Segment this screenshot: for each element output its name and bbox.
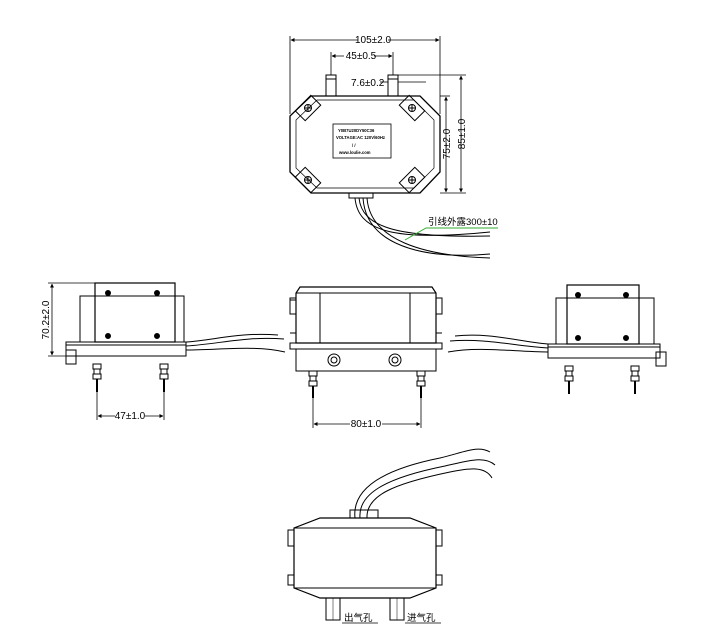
label-plate (332, 123, 392, 159)
right-foot-1 (564, 365, 574, 394)
top-view (289, 74, 491, 259)
wire-length-leader (404, 227, 498, 241)
label-line-3: / / (352, 143, 356, 148)
screw-top-left (294, 94, 322, 122)
right-foot-2 (630, 365, 640, 394)
dim-front-foot-spacing: 80±1.0 (351, 419, 382, 430)
label-line-2: VOLTAGE:AC 120V/60Hz (336, 135, 385, 140)
wire-length-label: 引线外露300±10 (428, 216, 498, 228)
label-line-4: www.loulie.com (338, 150, 371, 155)
dim-top-width: 105±2.0 (355, 35, 392, 46)
dim-top-spacing: 45±0.5 (346, 51, 377, 62)
screw-bottom-left (294, 166, 322, 194)
outlet-label: 出气孔 (344, 612, 373, 624)
bottom-view (287, 448, 496, 624)
dim-outer-height: 85±1.0 (457, 118, 468, 149)
front-view (289, 286, 443, 398)
label-line-1: Y0B7U20DY50C36 (338, 128, 375, 133)
front-foot-1 (308, 370, 318, 398)
left-side-view (65, 282, 286, 392)
front-foot-2 (416, 370, 426, 398)
dim-side-height: 70.2±2.0 (41, 300, 52, 339)
screw-bottom-right (398, 166, 426, 194)
dim-inner-height: 75±2.0 (442, 128, 453, 159)
left-foot-2 (159, 363, 169, 392)
left-foot-1 (92, 363, 102, 392)
dim-nozzle-dia: 7.6±0.2 (351, 78, 385, 89)
inlet-label: 进气孔 (407, 612, 436, 624)
dim-side-foot-spacing: 47±1.0 (115, 411, 146, 422)
screw-top-right (398, 94, 426, 122)
right-side-view (447, 284, 667, 394)
